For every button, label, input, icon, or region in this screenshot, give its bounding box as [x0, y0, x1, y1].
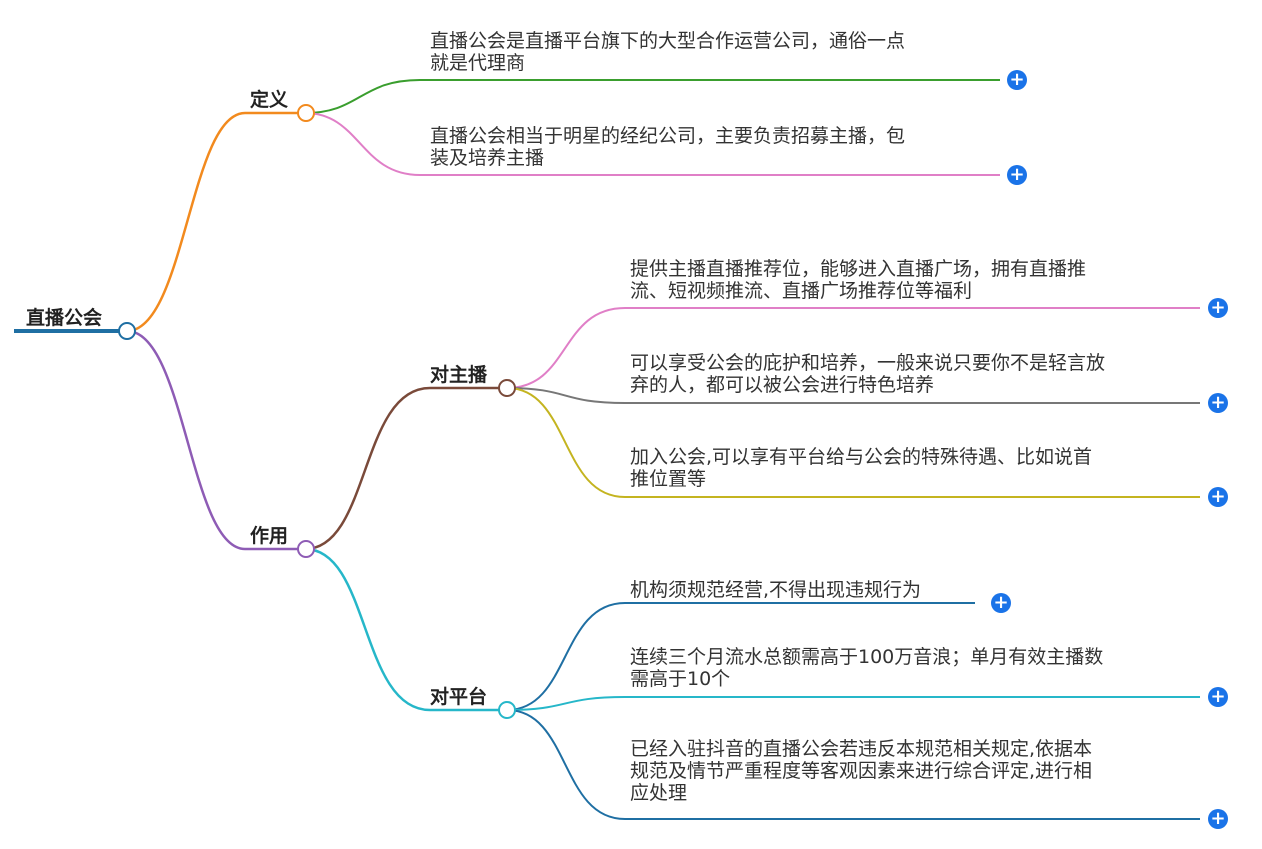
connector-role-anchors [304, 386, 507, 551]
anchors-leaf-1[interactable]: 提供主播直播推荐位，能够进入直播广场，拥有直播推 流、短视频推流、直播广场推荐位… [630, 258, 1086, 302]
connector-definition-leaf2 [304, 112, 1000, 176]
connector-role-platform [304, 547, 507, 712]
platform-node-label[interactable]: 对平台 [430, 686, 488, 708]
anchors-collapse-circle[interactable] [498, 379, 516, 397]
connector-platform-leaf3 [506, 709, 1200, 820]
leaf-line: 可以享受公会的庇护和培养，一般来说只要你不是轻言放 [630, 352, 1106, 374]
leaf-line: 装及培养主播 [430, 147, 545, 169]
expand-plus-icon[interactable]: + [1007, 70, 1027, 90]
leaf-line: 需高于10个 [630, 668, 731, 690]
expand-plus-icon[interactable]: + [991, 593, 1011, 613]
connector-root-definition [126, 111, 305, 333]
leaf-line: 流、短视频推流、直播广场推荐位等福利 [630, 280, 973, 302]
anchors-leaf-2[interactable]: 可以享受公会的庇护和培养，一般来说只要你不是轻言放 弃的人，都可以被公会进行特色… [630, 352, 1105, 396]
leaf-line: 直播公会是直播平台旗下的大型合作运营公司，通俗一点 [430, 30, 906, 52]
platform-collapse-circle[interactable] [498, 701, 516, 719]
anchors-leaf-3[interactable]: 加入公会,可以享有平台给与公会的特殊待遇、比如说首 推位置等 [630, 446, 1092, 490]
connector-definition-leaf1 [304, 79, 1000, 114]
expand-plus-icon[interactable]: + [1208, 298, 1228, 318]
connector-anchors-leaf1 [506, 307, 1200, 389]
expand-plus-icon[interactable]: + [1007, 165, 1027, 185]
role-node-label[interactable]: 作用 [250, 525, 289, 547]
leaf-line: 推位置等 [630, 468, 707, 490]
leaf-line: 加入公会,可以享有平台给与公会的特殊待遇、比如说首 [630, 446, 1093, 468]
anchors-node-label[interactable]: 对主播 [430, 364, 488, 386]
expand-plus-icon[interactable]: + [1208, 809, 1228, 829]
platform-leaf-3[interactable]: 已经入驻抖音的直播公会若违反本规范相关规定,依据本 规范及情节严重程度等客观因素… [630, 738, 1092, 804]
root-node-label[interactable]: 直播公会 [26, 307, 103, 329]
leaf-line: 应处理 [630, 782, 688, 804]
expand-plus-icon[interactable]: + [1208, 687, 1228, 707]
root-collapse-circle[interactable] [118, 322, 136, 340]
connector-platform-leaf1 [506, 602, 975, 711]
leaf-line: 已经入驻抖音的直播公会若违反本规范相关规定,依据本 [630, 738, 1093, 760]
leaf-line: 就是代理商 [430, 52, 526, 74]
leaf-line: 机构须规范经营,不得出现违规行为 [630, 579, 922, 601]
definition-node-label[interactable]: 定义 [250, 89, 289, 111]
leaf-line: 规范及情节严重程度等客观因素来进行综合评定,进行相 [630, 760, 1093, 782]
definition-leaf-2[interactable]: 直播公会相当于明星的经纪公司，主要负责招募主播，包 装及培养主播 [430, 125, 905, 169]
role-collapse-circle[interactable] [297, 540, 315, 558]
leaf-line: 弃的人，都可以被公会进行特色培养 [630, 374, 935, 396]
platform-leaf-2[interactable]: 连续三个月流水总额需高于100万音浪；单月有效主播数 需高于10个 [630, 646, 1103, 690]
definition-collapse-circle[interactable] [297, 104, 315, 122]
connector-anchors-leaf2 [506, 387, 1200, 404]
leaf-line: 直播公会相当于明星的经纪公司，主要负责招募主播，包 [430, 125, 906, 147]
connector-anchors-leaf3 [506, 387, 1200, 498]
connector-root-role [126, 329, 305, 551]
connector-platform-leaf2 [506, 696, 1200, 711]
leaf-line: 提供主播直播推荐位，能够进入直播广场，拥有直播推 [630, 258, 1087, 280]
platform-leaf-1[interactable]: 机构须规范经营,不得出现违规行为 [630, 579, 921, 601]
definition-leaf-1[interactable]: 直播公会是直播平台旗下的大型合作运营公司，通俗一点 就是代理商 [430, 30, 905, 74]
expand-plus-icon[interactable]: + [1208, 487, 1228, 507]
expand-plus-icon[interactable]: + [1208, 393, 1228, 413]
leaf-line: 连续三个月流水总额需高于100万音浪；单月有效主播数 [630, 646, 1104, 668]
